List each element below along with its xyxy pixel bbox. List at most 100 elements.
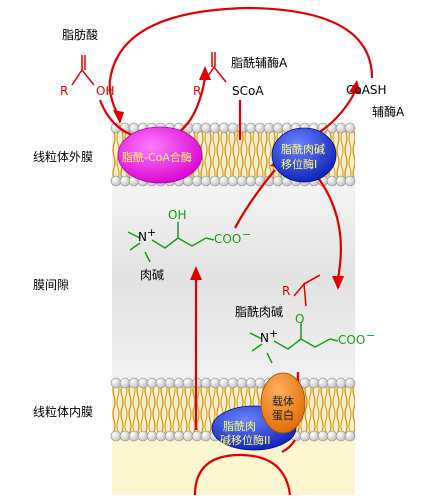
phospholipid-head bbox=[173, 377, 185, 389]
phospholipid-head bbox=[218, 122, 230, 134]
phospholipid-head bbox=[263, 122, 275, 134]
phospholipid-head bbox=[173, 430, 185, 442]
phospholipid-head bbox=[299, 430, 311, 442]
phospholipid-head bbox=[272, 122, 284, 134]
phospholipid-head bbox=[128, 377, 140, 389]
acyl-coa-structure bbox=[203, 52, 227, 83]
phospholipid-head bbox=[254, 377, 266, 389]
carnitine-coo: COO bbox=[214, 232, 242, 246]
carnitine-coo-charge: − bbox=[242, 228, 252, 241]
fatty-acyl-coa-label: 脂酰辅酶A bbox=[231, 56, 288, 70]
phospholipid-head bbox=[191, 175, 203, 187]
phospholipid-head bbox=[182, 377, 194, 389]
phospholipid-head bbox=[326, 175, 338, 187]
phospholipid-head bbox=[317, 430, 329, 442]
carnitine-n-charge: + bbox=[147, 226, 157, 239]
carnitine-label: 肉碱 bbox=[140, 268, 165, 282]
carrier-protein bbox=[260, 372, 306, 434]
acyl-scoa-group: SCoA bbox=[232, 84, 264, 98]
phospholipid-head bbox=[344, 122, 356, 134]
coash-recycle-loop bbox=[108, 6, 374, 116]
intermembrane-space-label: 膜间隙 bbox=[33, 278, 70, 292]
phospholipid-head bbox=[227, 122, 239, 134]
phospholipid-head bbox=[245, 122, 257, 134]
phospholipid-head bbox=[119, 430, 131, 442]
acyl-carnitine-n: N bbox=[260, 331, 269, 345]
acyl-carnitine-o: O bbox=[295, 312, 305, 326]
carrier-label-line1: 载体 bbox=[272, 395, 294, 408]
phospholipid-head bbox=[335, 430, 347, 442]
outer-membrane-bottom-heads bbox=[110, 175, 356, 187]
phospholipid-head bbox=[308, 430, 320, 442]
fa-r-group: R bbox=[60, 84, 69, 98]
acyl-carnitine-acyl-group bbox=[293, 274, 321, 307]
phospholipid-head bbox=[110, 377, 122, 389]
coash-label: CoASH bbox=[346, 83, 387, 97]
phospholipid-head bbox=[245, 175, 257, 187]
phospholipid-head bbox=[155, 430, 167, 442]
acyl-carnitine-structure bbox=[249, 322, 339, 364]
phospholipid-head bbox=[200, 377, 212, 389]
matrix-loop bbox=[193, 453, 292, 496]
phospholipid-head bbox=[164, 430, 176, 442]
outer-membrane-label: 线粒体外膜 bbox=[33, 150, 94, 164]
phospholipid-head bbox=[137, 377, 149, 389]
cpt1-label-line1: 脂酰肉碱 bbox=[281, 143, 325, 156]
phospholipid-head bbox=[227, 175, 239, 187]
phospholipid-head bbox=[146, 377, 158, 389]
arrowhead-coash bbox=[349, 80, 361, 94]
arrowhead-acylcarnitine bbox=[332, 276, 344, 290]
phospholipid-head bbox=[191, 122, 203, 134]
phospholipid-head bbox=[308, 377, 320, 389]
phospholipid-head bbox=[236, 175, 248, 187]
phospholipid-head bbox=[344, 430, 356, 442]
phospholipid-head bbox=[191, 430, 203, 442]
phospholipid-head bbox=[200, 175, 212, 187]
phospholipid-head bbox=[344, 175, 356, 187]
fa-oh-group: OH bbox=[96, 84, 115, 98]
cpt1-label-line2: 移位酶I bbox=[281, 158, 318, 171]
carnitine-oh: OH bbox=[168, 208, 187, 222]
phospholipid-head bbox=[236, 122, 248, 134]
phospholipid-head bbox=[245, 377, 257, 389]
cpt2-label-line1: 脂酰肉 bbox=[223, 420, 256, 433]
fatty-acid-structure bbox=[71, 55, 95, 86]
phospholipid-head bbox=[119, 377, 131, 389]
phospholipid-head bbox=[326, 377, 338, 389]
phospholipid-head bbox=[209, 377, 221, 389]
phospholipid-head bbox=[218, 377, 230, 389]
arrowhead-loop bbox=[113, 110, 124, 124]
acyl-carnitine-label: 脂酰肉碱 bbox=[235, 305, 284, 319]
phospholipid-head bbox=[146, 430, 158, 442]
carrier-to-matrix bbox=[281, 439, 296, 453]
acyl-carnitine-n-charge: + bbox=[269, 327, 279, 340]
acyl-carnitine-coo-charge: − bbox=[366, 329, 376, 342]
phospholipid-head bbox=[209, 175, 221, 187]
inner-membrane-label: 线粒体内膜 bbox=[33, 405, 94, 419]
phospholipid-head bbox=[164, 377, 176, 389]
coenzyme-a-label: 辅酶A bbox=[372, 105, 405, 119]
acyl-carnitine-coo: COO bbox=[338, 333, 366, 347]
phospholipid-head bbox=[155, 377, 167, 389]
fatty-acid-label: 脂肪酸 bbox=[62, 28, 99, 42]
cpt1-to-acylcarnitine bbox=[311, 169, 342, 279]
phospholipid-head bbox=[182, 430, 194, 442]
phospholipid-head bbox=[335, 377, 347, 389]
carnitine-to-cpt1 bbox=[234, 169, 276, 229]
carnitine-n: N bbox=[138, 230, 147, 244]
outer-membrane-top-heads bbox=[110, 122, 356, 134]
phospholipid-head bbox=[200, 430, 212, 442]
phospholipid-head bbox=[227, 377, 239, 389]
cpt2-label-line2: 碱移位酶II bbox=[220, 434, 271, 447]
phospholipid-head bbox=[128, 430, 140, 442]
phospholipid-head bbox=[110, 430, 122, 442]
acyl-r-group: R bbox=[193, 84, 202, 98]
phospholipid-head bbox=[335, 122, 347, 134]
phospholipid-head bbox=[209, 122, 221, 134]
carnitine-structure bbox=[127, 222, 215, 263]
inner-membrane-top-heads bbox=[110, 377, 356, 389]
phospholipid-head bbox=[344, 377, 356, 389]
acyl-carnitine-r: R bbox=[282, 284, 291, 298]
